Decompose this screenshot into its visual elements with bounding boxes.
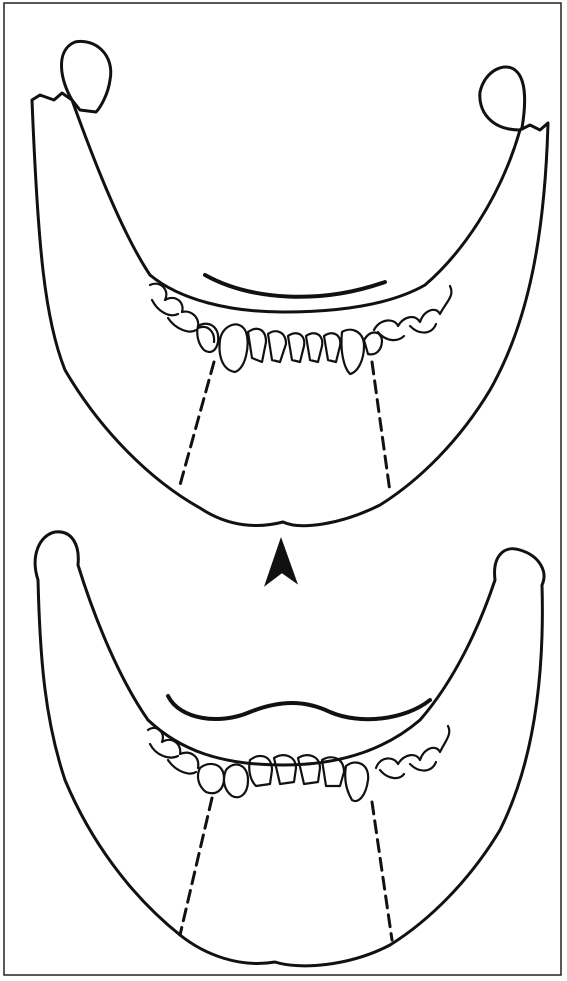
lower-right-osteotomy-line (372, 802, 392, 940)
page-frame (4, 3, 561, 975)
lower-occlusal-curve (168, 696, 430, 719)
lower-jaw-outline (35, 532, 544, 966)
upper-right-osteotomy-line (372, 362, 390, 492)
upper-left-osteotomy-line (180, 362, 214, 485)
upward-arrow (266, 540, 296, 584)
upper-left-condyle (61, 41, 110, 112)
upper-anterior-teeth (197, 324, 382, 374)
upper-occlusal-curve (205, 275, 385, 297)
upper-jaw-outline (32, 93, 548, 526)
upper-mandible (32, 41, 548, 525)
lower-left-osteotomy-line (180, 798, 212, 935)
lower-anterior-teeth (198, 755, 368, 801)
upper-right-condyle (480, 67, 525, 130)
lower-mandible (35, 532, 544, 966)
